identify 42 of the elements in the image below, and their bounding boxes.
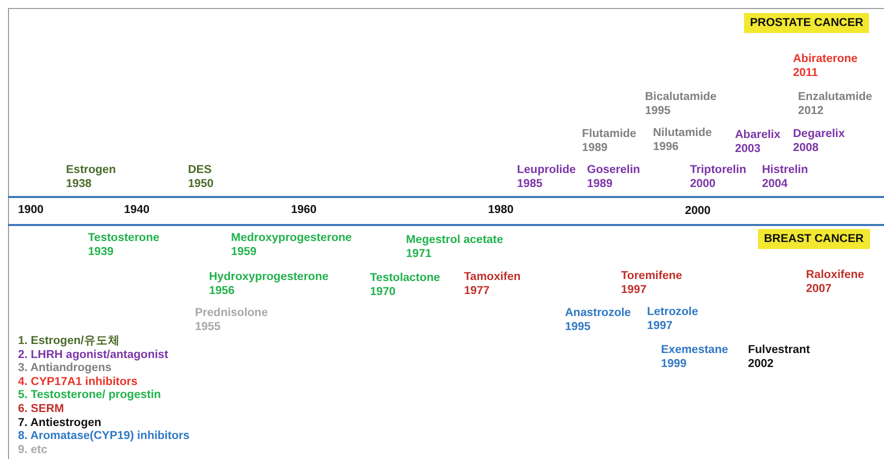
- legend-entry: 3. Antiandrogens: [18, 361, 112, 376]
- year-tick-label: 1960: [291, 203, 317, 217]
- drug-label: Tamoxifen 1977: [464, 270, 521, 298]
- drug-label: Prednisolone 1955: [195, 306, 268, 334]
- year-tick-label: 1900: [18, 203, 44, 217]
- year-tick-label: 1980: [488, 203, 514, 217]
- drug-label: Megestrol acetate 1971: [406, 233, 504, 261]
- drug-label: Medroxyprogesterone 1959: [231, 231, 352, 259]
- drug-label: Raloxifene 2007: [806, 268, 864, 296]
- drug-label: Flutamide 1989: [582, 127, 636, 155]
- section-heading: PROSTATE CANCER: [744, 13, 870, 33]
- drug-label: Degarelix 2008: [793, 127, 845, 155]
- legend-entry: 4. CYP17A1 inhibitors: [18, 374, 138, 389]
- drug-label: Testosterone 1939: [88, 231, 160, 259]
- drug-label: Triptorelin 2000: [690, 163, 746, 191]
- drug-label: DES 1950: [188, 163, 214, 191]
- drug-label: Exemestane 1999: [661, 343, 728, 371]
- drug-label: Enzalutamide 2012: [798, 90, 872, 118]
- legend-entry: 8. Aromatase(CYP19) inhibitors: [18, 429, 190, 444]
- drug-label: Nilutamide 1996: [653, 126, 712, 154]
- legend-entry: 1. Estrogen/유도체: [18, 334, 120, 348]
- drug-label: Abiraterone 2011: [793, 52, 858, 80]
- drug-label: Bicalutamide 1995: [645, 90, 717, 118]
- legend-entry: 5. Testosterone/ progestin: [18, 388, 161, 402]
- drug-label: Leuprolide 1985: [517, 163, 576, 191]
- drug-label: Testolactone 1970: [370, 271, 440, 299]
- drug-label: Histrelin 2004: [762, 163, 808, 191]
- drug-label: Goserelin 1989: [587, 163, 640, 191]
- drug-label: Abarelix 2003: [735, 128, 780, 156]
- drug-label: Hydroxyprogesterone 1956: [209, 270, 329, 298]
- year-tick-label: 1940: [124, 203, 150, 217]
- drug-label: Letrozole 1997: [647, 305, 698, 333]
- legend-entry: 2. LHRH agonist/antagonist: [18, 348, 168, 362]
- year-tick-label: 2000: [685, 204, 711, 218]
- legend-entry: 7. Antiestrogen: [18, 416, 102, 430]
- legend-entry: 6. SERM: [18, 402, 64, 416]
- drug-label: Estrogen 1938: [66, 163, 116, 191]
- section-heading: BREAST CANCER: [758, 229, 870, 249]
- drug-label: Anastrozole 1995: [565, 306, 631, 334]
- drug-label: Toremifene 1997: [621, 269, 682, 297]
- legend-entry: 9. etc: [18, 442, 48, 457]
- drug-label: Fulvestrant 2002: [748, 343, 810, 371]
